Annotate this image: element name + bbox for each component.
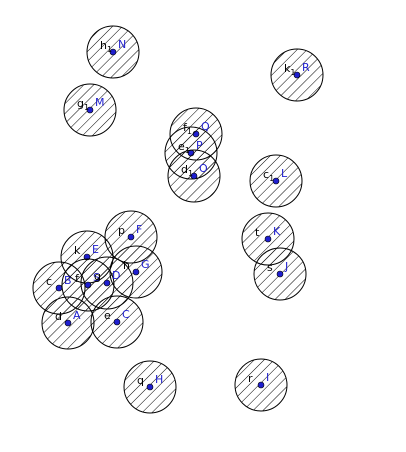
point-label-R: R [302,61,310,74]
circle-label-letter: k [74,244,81,257]
point-label-P: P [196,139,203,152]
circle-label-g: g [94,270,101,283]
point-A [64,319,72,327]
point-O [190,172,198,180]
circle-label-letter: p [118,224,125,237]
circle-label-subscript: 1 [188,169,193,178]
circle-label-subscript: 1 [84,103,89,112]
circle-label-letter: t [255,226,260,239]
point-I [257,381,265,389]
point-H [146,383,154,391]
point-B [55,284,63,292]
circle-label-subscript: 1 [269,174,274,183]
point-label-A: A [73,309,81,322]
point-M [86,106,94,114]
circle-label-d: d [55,310,62,323]
point-label-D: D [112,269,120,282]
point-label-F: F [136,223,142,236]
circle-label-letter: d [181,163,188,176]
circle-label-p: p [118,224,125,237]
point-L [272,177,280,185]
point-F [127,233,135,241]
circle-label-letter: d [55,310,62,323]
circle-label-c1: c1 [263,168,274,183]
circle-label-letter: c [263,168,269,181]
circle-label-letter: k [284,62,291,75]
circle-label-letter: q [137,374,144,387]
point-label-E: E [92,243,99,256]
circle-label-g1: g1 [77,97,89,112]
point-N [109,48,117,56]
point-label-M: M [95,96,105,109]
point-label-I: I [266,371,269,384]
circle-label-e: e [104,309,111,322]
circle-label-h1: h1 [100,39,112,54]
point-label-H: H [155,373,163,386]
point-label-O: O [199,162,208,175]
circle-label-c: c [46,275,52,288]
circle-label-f: f [75,272,80,285]
circle-label-letter: c [46,275,52,288]
point-label-Q: Q [201,120,210,133]
circle-label-q: q [137,374,144,387]
point-label-C: C [122,308,130,321]
circle-label-letter: e [178,140,185,153]
point-label-K: K [273,225,281,238]
circle-label-t: t [255,226,260,239]
point-label-G: G [141,258,150,271]
point-D [103,279,111,287]
circle-label-letter: h [100,39,107,52]
circle-label-letter: r [248,372,253,385]
point-label-N: N [118,38,126,51]
circle-label-subscript: 1 [107,45,112,54]
circle-label-letter: g [77,97,84,110]
circle-label-r: r [248,372,253,385]
circle-label-letter: f [75,272,80,285]
circle-label-d1: d1 [181,163,193,178]
point-label-L: L [281,167,288,180]
point-R [293,71,301,79]
circle-label-s: s [267,261,273,274]
point-C [113,318,121,326]
circle-label-k: k [74,244,81,257]
circle-label-letter: e [104,309,111,322]
point-G [132,268,140,276]
circle-label-letter: s [267,261,273,274]
point-label-J: J [284,260,288,273]
circle-label-letter: g [94,270,101,283]
circle-label-k1: k1 [284,62,295,77]
point-J [276,270,284,278]
point-K [264,235,272,243]
circle-label-subscript: 1 [290,68,295,77]
